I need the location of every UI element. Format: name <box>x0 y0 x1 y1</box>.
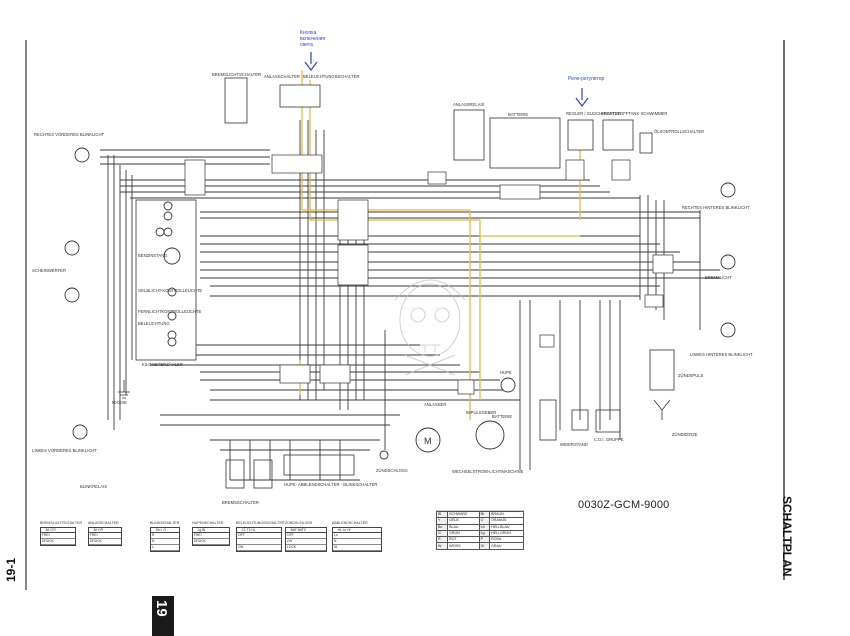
switch-table-row <box>237 539 281 545</box>
switch-table-row: FREI <box>41 533 75 539</box>
label-regler-gleichrichter: REGLER / GLEICHRICHTER <box>566 111 621 116</box>
label-masse: MASSE <box>112 400 127 405</box>
page-title: SCHALTPLAN <box>780 496 794 577</box>
label-fernlichtkontrollleuchte: FERNLICHTKONTROLLEUCHTE <box>138 309 202 314</box>
switch-table-header: BAT BAT2 <box>286 528 326 533</box>
switch-table-row: FREI <box>193 533 229 539</box>
switch-table-row: FREI <box>89 533 121 539</box>
color-abbrev: Gr <box>478 542 491 550</box>
page-number: 19-1 <box>4 557 18 582</box>
switch-table-row: Hi <box>333 545 381 551</box>
switch-table-header: C1 TL HL <box>237 528 281 533</box>
switch-table-title: ANLASSCHALTER <box>88 521 119 525</box>
svg-text:M: M <box>424 436 432 446</box>
label-widerstand: WIDERSTAND <box>560 442 588 447</box>
label-anlasser: ANLASSER <box>424 402 447 407</box>
label-zuendschloss: ZÜNDSCHLOSS <box>376 468 408 473</box>
label-kraftstofftank: KRAFTSTOFFTANK-SCHWIMMER <box>601 111 668 116</box>
label-benzinstand: BENZINSTAND <box>138 253 168 258</box>
switch-table-title: BREMSLICHTSCHALTER <box>40 521 83 525</box>
switch-table-title: HUPENSCHALTER <box>192 521 224 525</box>
switch-table-row: OFF <box>286 533 326 539</box>
switch-table-row: LOCK <box>286 545 326 551</box>
switch-table-row: N <box>333 539 381 545</box>
label-oelkontrollschalter: ÖLKONTROLLSCHALTER <box>654 129 705 134</box>
color-name: WEISS <box>447 542 480 550</box>
label-gelblicht-kontrollleuchte: GELBLICHT-KONTROLLEUCHTE <box>138 288 203 293</box>
switch-table-row: ON <box>286 539 326 545</box>
label-zuendkerze: ZÜNDKERZE <box>672 432 698 437</box>
label-batterie2: BATTERIE <box>492 414 513 419</box>
switch-table-row: DRUCK <box>89 539 121 545</box>
label-linkes-hinteres-blinklicht: LINKES HINTERES BLINKLICHT <box>690 352 753 357</box>
switch-table-title: BELEUCHTUNGSSCHALTER <box>236 521 285 525</box>
label-scheinwerfer: SCHEINWERFER <box>32 268 66 273</box>
section-tab: 19 <box>152 596 174 636</box>
ignition-note-line1: Кнопка <box>300 30 317 36</box>
switch-table-title: BLINKSCHALTER <box>150 521 180 525</box>
section-tab-number: 19 <box>153 600 170 617</box>
label-bremslichtschalter: BREMSLICHTSCHALTER <box>212 72 262 77</box>
reference-code: 0030Z-GCM-9000 <box>578 499 670 511</box>
switch-table-header: HL Lo Hi <box>333 528 381 533</box>
label-linkes-vorderes-blinklicht: LINKES VORDERES BLINKLICHT <box>32 448 97 453</box>
switch-table-row: N <box>151 539 179 545</box>
label-bremsschalter: BREMSSCHALTER <box>222 500 259 505</box>
color-abbrev: W <box>435 542 449 550</box>
switch-table-title: ZÜNDSCHLOSS <box>285 521 313 525</box>
ignition-note-line2: включения <box>300 36 326 42</box>
switch-table-row: R <box>151 533 179 539</box>
regulator-note: Реле-регулятор <box>568 76 605 82</box>
label-blinkrelais: BLINKRELAIS <box>80 484 107 489</box>
label-horn: HUPE <box>500 370 512 375</box>
label-rechtes-hinteres-blinklicht: RECHTES HINTERES BLINKLICHT <box>682 205 750 210</box>
label-zuendspule: ZÜNDSPULE <box>678 373 704 378</box>
label-bremslicht: BREMSLICHT <box>705 275 732 280</box>
label-anlassrelais: ANLASSRELAIS <box>453 102 485 107</box>
label-kilometerzaehler: KILOMETERZÄHLER <box>142 362 183 367</box>
switch-table-row: Lo <box>333 533 381 539</box>
switch-table-row: DRUCK <box>41 539 75 545</box>
ignition-note-line3: света <box>300 42 313 48</box>
switch-table-header: Lg Bl <box>193 528 229 533</box>
label-lichtmaschine: WECHSELSTROM-LICHTMASCHINE <box>452 469 524 474</box>
label-rechtes-vorderes-blinklicht: RECHTES VORDERES BLINKLICHT <box>34 132 105 137</box>
switch-table-row: L <box>151 545 179 551</box>
switch-table-header: Bl Y/R <box>89 528 121 533</box>
switch-table-row: DRUCK <box>193 539 229 545</box>
label-beleuchtungsschalter: BELEUCHTUNGSSCHALTER <box>303 74 360 79</box>
color-name: GRAU <box>489 542 524 550</box>
label-batterie: BATTERIE <box>508 112 529 117</box>
switch-table-header: BL G/Y <box>41 528 75 533</box>
label-beleuchtung: BELEUCHTUNG <box>138 321 170 326</box>
switch-table-row: OFF <box>237 533 281 539</box>
switch-table-row: ON <box>237 545 281 551</box>
label-cdi-gruppe: C.D.I. GRUPPE <box>594 437 624 442</box>
switch-table-header: Sb L O <box>151 528 179 533</box>
label-impulsgeber: IMPULSGEBER <box>466 410 497 415</box>
label-anlasschalter: ANLASSCHALTER <box>264 74 300 79</box>
label-hupe-abblend-blink: HUPE- ABBLENDSCHALTER - BLINKSCHALTER <box>284 482 378 487</box>
switch-table-title: ABBLENDSCHALTER <box>332 521 368 525</box>
